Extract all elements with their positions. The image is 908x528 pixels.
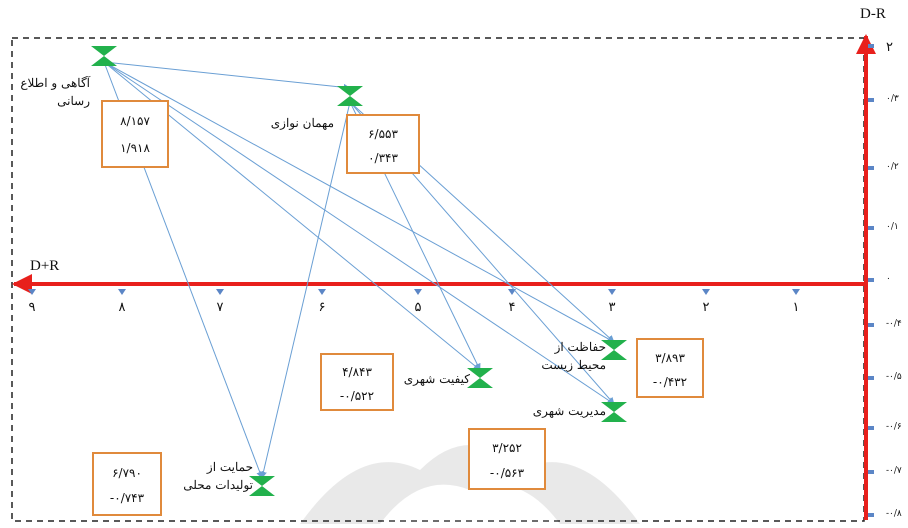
node-label-line: محیط زیست bbox=[541, 358, 606, 372]
node-label-line: حمایت از bbox=[206, 460, 253, 474]
y-tick-label: ۰/۲ bbox=[886, 162, 899, 172]
edge-awareness-to-hospitality bbox=[103, 61, 351, 91]
value-box-urban_management: ۳/۲۵۲ -۰/۵۶۳ bbox=[468, 428, 546, 490]
node-marker-urban_management bbox=[601, 402, 627, 422]
value-d-plus-r: ۳/۲۵۲ bbox=[492, 441, 522, 455]
x-tick-label: ۵ bbox=[414, 300, 422, 315]
x-tick-marker bbox=[318, 289, 326, 295]
y-tick-label: -۰/۷ bbox=[886, 466, 902, 476]
y-tick-marker bbox=[868, 426, 874, 430]
node-label-line: آگاهی و اطلاع bbox=[20, 76, 90, 90]
x-tick-label: ۱ bbox=[792, 300, 800, 315]
node-marker-local_products bbox=[249, 476, 275, 496]
y-tick-label: -۰/۵ bbox=[886, 372, 902, 382]
node-label-awareness: آگاهی و اطلاع رسانی bbox=[20, 74, 90, 110]
x-tick-label: ۴ bbox=[508, 300, 516, 315]
node-label-local_products: حمایت از تولیدات محلی bbox=[183, 458, 253, 494]
node-label-environment: حفاظت از محیط زیست bbox=[541, 338, 606, 374]
x-tick-marker bbox=[28, 289, 36, 295]
y-tick-label: ۰/۳ bbox=[886, 94, 899, 104]
value-box-local_products: ۶/۷۹۰ -۰/۷۴۳ bbox=[92, 452, 162, 516]
y-tick-marker bbox=[868, 226, 874, 230]
y-tick-marker bbox=[868, 166, 874, 170]
y-tick-marker bbox=[868, 513, 874, 517]
node-marker-hospitality bbox=[337, 86, 363, 106]
y-tick-marker bbox=[868, 470, 874, 474]
y-tick-label: ۰/۱ bbox=[886, 222, 899, 232]
value-box-hospitality: ۶/۵۵۳ ۰/۳۴۳ bbox=[346, 114, 420, 174]
x-tick-label: ۹ bbox=[28, 300, 36, 315]
value-d-plus-r: ۸/۱۵۷ bbox=[120, 114, 150, 128]
value-d-minus-r: ۰/۳۴۳ bbox=[368, 151, 398, 165]
y-tick-label: -۰/۴ bbox=[886, 319, 902, 329]
value-box-awareness: ۸/۱۵۷ ۱/۹۱۸ bbox=[101, 100, 169, 168]
value-d-plus-r: ۴/۸۴۳ bbox=[342, 365, 372, 379]
value-box-environment: ۳/۸۹۳ -۰/۴۳۲ bbox=[636, 338, 704, 398]
y-tick-marker bbox=[868, 376, 874, 380]
node-label-line: مدیریت شهری bbox=[532, 404, 606, 418]
y-tick-marker bbox=[868, 323, 874, 327]
value-d-plus-r: ۶/۷۹۰ bbox=[112, 466, 142, 480]
x-tick-label: ۸ bbox=[118, 300, 126, 315]
x-tick-label: ۷ bbox=[216, 300, 224, 315]
x-tick-marker bbox=[792, 289, 800, 295]
y-tick-label: ۰ bbox=[886, 274, 891, 284]
x-tick-marker bbox=[216, 289, 224, 295]
value-box-urban_quality: ۴/۸۴۳ -۰/۵۲۲ bbox=[320, 353, 394, 411]
value-d-minus-r: -۰/۵۲۲ bbox=[339, 389, 375, 403]
y-tick-label: -۰/۸ bbox=[886, 509, 902, 519]
node-label-line: حفاظت از bbox=[554, 340, 606, 354]
edge-awareness-to-urban_management bbox=[103, 61, 615, 405]
x-tick-marker bbox=[608, 289, 616, 295]
value-d-minus-r: ۱/۹۱۸ bbox=[120, 141, 150, 155]
value-d-plus-r: ۶/۵۵۳ bbox=[368, 127, 398, 141]
y-tick-label: -۰/۶ bbox=[886, 422, 902, 432]
node-label-urban_quality: کیفیت شهری bbox=[404, 370, 470, 388]
x-tick-marker bbox=[702, 289, 710, 295]
x-tick-label: ۲ bbox=[702, 300, 710, 315]
node-marker-awareness bbox=[91, 46, 117, 66]
node-marker-urban_quality bbox=[467, 368, 493, 388]
x-tick-marker bbox=[414, 289, 422, 295]
node-label-hospitality: مهمان نوازی bbox=[271, 114, 334, 132]
node-label-line: کیفیت شهری bbox=[403, 372, 470, 386]
y-tick-marker bbox=[868, 98, 874, 102]
value-d-minus-r: -۰/۵۶۳ bbox=[489, 466, 525, 480]
node-marker-environment bbox=[601, 340, 627, 360]
value-d-plus-r: ۳/۸۹۳ bbox=[655, 351, 685, 365]
x-tick-label: ۳ bbox=[608, 300, 616, 315]
edge-hospitality-to-local_products bbox=[260, 101, 351, 479]
node-label-line: مهمان نوازی bbox=[270, 116, 334, 130]
x-tick-marker bbox=[508, 289, 516, 295]
x-tick-label: ۶ bbox=[318, 300, 326, 315]
y-axis-title: D-R bbox=[860, 6, 886, 22]
y-tick-marker bbox=[868, 278, 874, 282]
y-tick-label: ۲ bbox=[886, 40, 893, 55]
x-tick-marker bbox=[118, 289, 126, 295]
value-d-minus-r: -۰/۷۴۳ bbox=[109, 491, 145, 505]
x-axis-title: D+R bbox=[30, 258, 60, 274]
y-tick-marker bbox=[868, 44, 874, 48]
value-d-minus-r: -۰/۴۳۲ bbox=[652, 375, 688, 389]
node-label-urban_management: مدیریت شهری bbox=[533, 402, 606, 420]
node-label-line: تولیدات محلی bbox=[183, 478, 253, 492]
node-label-line: رسانی bbox=[57, 94, 90, 108]
edge-awareness-to-environment bbox=[103, 61, 615, 343]
